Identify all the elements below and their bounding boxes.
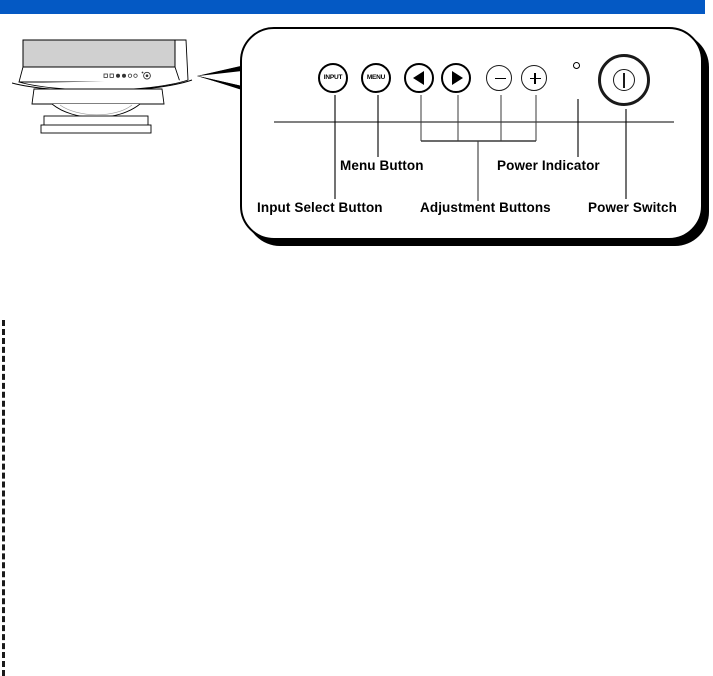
triangle-left-icon	[412, 71, 424, 85]
power-symbol-icon	[613, 69, 635, 91]
monitor-illustration	[12, 36, 212, 142]
power-switch-button[interactable]	[598, 54, 650, 106]
input-button-label: INPUT	[323, 73, 343, 81]
callout-label-input-select-button: Input Select Button	[257, 200, 383, 215]
minus-icon	[494, 77, 506, 80]
adjustment-minus-button[interactable]	[486, 65, 512, 91]
callout-label-power-indicator: Power Indicator	[497, 158, 600, 173]
power-indicator-led	[573, 62, 580, 69]
callout-label-menu-button: Menu Button	[340, 158, 424, 173]
adjustment-plus-button[interactable]	[521, 65, 547, 91]
plus-icon-vertical	[534, 72, 536, 84]
menu-button[interactable]: MENU	[361, 63, 391, 93]
top-banner	[0, 0, 705, 14]
callout-label-adjustment-buttons: Adjustment Buttons	[420, 200, 551, 215]
adjustment-left-button[interactable]	[404, 63, 434, 93]
input-select-button[interactable]: INPUT	[318, 63, 348, 93]
callout-label-power-switch: Power Switch	[588, 200, 677, 215]
adjustment-right-button[interactable]	[441, 63, 471, 93]
triangle-right-icon	[451, 71, 463, 85]
callout-pointer-wedge	[196, 62, 252, 102]
power-symbol-bar	[623, 72, 625, 88]
menu-button-label: MENU	[366, 73, 386, 81]
left-margin-dashed-rule	[2, 320, 5, 676]
